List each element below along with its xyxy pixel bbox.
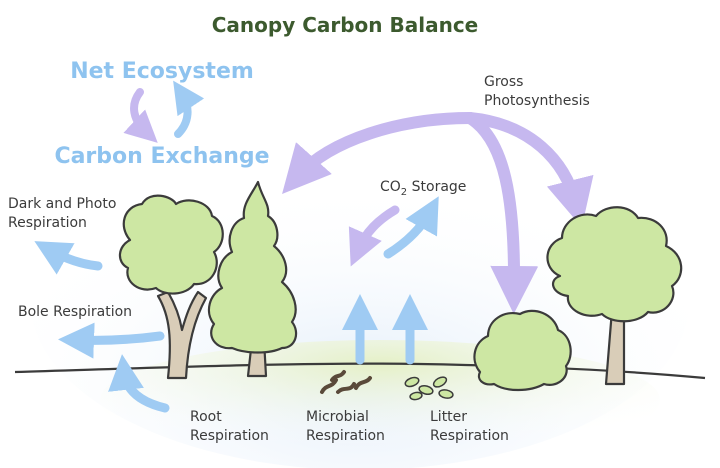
co2-suffix: Storage [407, 179, 466, 195]
gross-photosynthesis-line1: Gross [484, 74, 523, 90]
bole-respiration-arrow [76, 336, 160, 340]
gross-photosynthesis-line2: Photosynthesis [484, 93, 590, 109]
net-exchange-line2: Carbon Exchange [54, 144, 269, 169]
bole-respiration-label: Bole Respiration [18, 304, 132, 320]
root-line2: Respiration [190, 428, 269, 444]
litter-line1: Litter [430, 409, 467, 425]
co2-prefix: CO [380, 179, 401, 195]
root-line1: Root [190, 409, 222, 425]
dark-photo-line2: Respiration [8, 215, 87, 231]
dark-photo-line1: Dark and Photo [8, 196, 116, 212]
exchange-up-arrow [178, 94, 188, 134]
net-exchange-line1: Net Ecosystem [70, 59, 254, 84]
exchange-down-arrow [134, 92, 146, 132]
microbial-line1: Microbial [306, 409, 369, 425]
diagram-title: Canopy Carbon Balance [212, 13, 479, 37]
microbial-line2: Respiration [306, 428, 385, 444]
litter-line2: Respiration [430, 428, 509, 444]
gross-photosynthesis-label: Gross Photosynthesis [484, 74, 590, 109]
